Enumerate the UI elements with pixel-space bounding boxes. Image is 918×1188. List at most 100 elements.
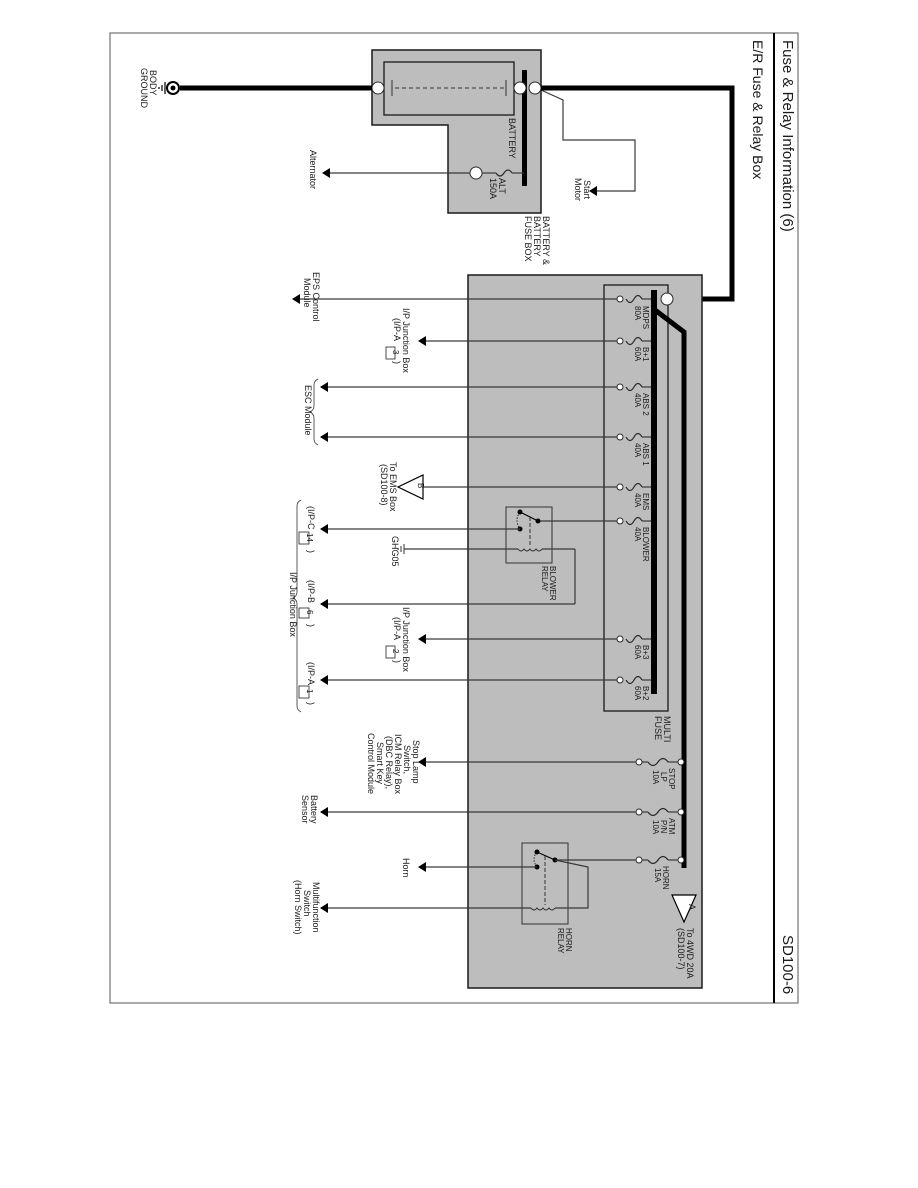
svg-text:(Horn Switch): (Horn Switch) [293,880,303,935]
multi-fuse-bus [651,290,657,694]
svg-text:Module: Module [302,278,312,308]
svg-text:HORN: HORN [661,866,670,890]
battery-fuse-box: ALT 150A Alternator BATTERY BATTERY & BA… [308,49,551,265]
svg-text:EMS: EMS [641,493,650,510]
svg-text:1: 1 [305,689,314,694]
ip-junction-brace [292,499,302,713]
main-terminal [660,292,674,306]
svg-text:(I/P-A: (I/P-A [392,318,402,341]
svg-text:Switch: Switch [302,890,312,917]
svg-text:Control Module: Control Module [366,733,376,794]
svg-text:Sensor: Sensor [300,795,310,824]
ground-icon [397,544,405,554]
svg-text:60A: 60A [633,645,642,660]
start-motor-label-1: Start [582,180,592,200]
arrow-icon [320,903,328,913]
alt-fuse-name: ALT [497,178,507,194]
start-motor-arrow-icon [589,186,597,196]
arrow-icon [320,382,328,392]
arrow-icon [418,862,426,872]
svg-text:40A: 40A [633,493,642,508]
svg-text:): ) [306,702,316,705]
svg-text:40A: 40A [633,443,642,458]
svg-text:14: 14 [305,533,314,542]
alt-fuse-icon [495,169,513,177]
svg-text:STOP: STOP [667,768,676,790]
blower-relay: GHG05 BLOWER RELAY [320,506,576,609]
svg-text:60A: 60A [633,347,642,362]
svg-text:BLOWER: BLOWER [641,527,650,562]
svg-text:(I/P-B: (I/P-B [306,580,316,603]
svg-text:15A: 15A [653,868,662,883]
esc-brace [309,378,319,446]
fuse-b2: B+2 60A (I/P-A 1 ) [298,662,651,705]
svg-text:B+2: B+2 [641,686,650,701]
connector-b-icon [396,474,424,500]
fuse-b3: B+3 60A I/P Junction Box (I/P-A 2 ) [385,607,651,672]
arrow-icon [320,807,328,817]
svg-text:Switch,: Switch, [402,745,412,774]
arrow-icon [418,634,426,644]
arrow-icon [418,336,426,346]
svg-text:B+3: B+3 [641,645,650,660]
svg-text:P/N: P/N [659,820,668,834]
svg-text:(I/P-C: (I/P-C [306,506,316,530]
fuse-abs2: ABS 2 40A [320,382,651,416]
multi-fuse-label-1: MULTI [662,716,672,742]
ghg05-label: GHG05 [390,536,400,567]
fuse-stop-lp: STOP LP 10A Stop Lamp Switch, ICM Relay … [366,733,685,795]
fuse-ems: B EMS 40A To EMS Box (SD100-8) [379,462,651,512]
battery-label: BATTERY [507,118,517,159]
svg-text:40A: 40A [633,527,642,542]
arrow-icon [320,432,328,442]
fuse-b1: B+1 60A I/P Junction Box (I/P-A 3 ) [385,308,651,373]
svg-text:ABS 1: ABS 1 [641,443,650,466]
alt-fuse-rating: 150A [488,178,498,199]
svg-text:(SD100-8): (SD100-8) [379,464,389,506]
multi-fuse-label-2: FUSE [653,716,663,740]
svg-text:60A: 60A [633,686,642,701]
svg-text:): ) [392,361,402,364]
multi-fuse-block [603,284,669,712]
svg-text:): ) [306,550,316,553]
svg-text:(I/P-A: (I/P-A [392,617,402,640]
horn-relay: HORN RELAY Horn Multifunction Switch (Ho… [293,842,589,954]
box-label-2: BATTERY [532,216,542,257]
fuse-mdps: MDPS 80A EPS Control Module [292,272,651,329]
svg-text:B: B [416,483,425,488]
svg-text:B+1: B+1 [641,347,650,362]
page-title: Fuse & Relay Information (6) [779,40,796,232]
svg-text:80A: 80A [633,306,642,321]
esc-module-label: ESC Module [303,385,313,436]
svg-text:RELAY: RELAY [540,566,549,592]
svg-text:HORN: HORN [564,928,573,952]
start-motor-label-2: Motor [573,178,583,201]
er-fuse-relay-box [467,274,703,989]
svg-text:(DBC Relay),: (DBC Relay), [384,736,394,789]
svg-text:ABS 2: ABS 2 [641,393,650,416]
connector-a-icon [671,894,697,924]
arrow-icon [418,757,426,767]
svg-text:I/P Junction Box: I/P Junction Box [401,308,411,373]
svg-text:Smart Key: Smart Key [375,742,385,785]
svg-text:Battery: Battery [309,795,319,824]
svg-text:Multifunction: Multifunction [311,882,321,933]
svg-text:3: 3 [391,350,400,355]
ground-icon [158,81,180,95]
page-subtitle: E/R Fuse & Relay Box [750,40,766,179]
svg-text:EPS Control: EPS Control [311,272,321,322]
ip-junction-group-label: I/P Junction Box [288,572,298,637]
page-frame [109,32,799,1004]
ground-label-1: BODY [148,70,158,96]
connector-a-dest-1: To 4WD 20A [685,928,695,979]
arrow-icon [292,294,300,304]
fuse-abs1: ABS 1 40A [320,432,651,466]
relay-coil-icon [530,907,556,911]
ground-label-2: GROUND [139,68,149,108]
svg-text:10A: 10A [651,770,660,785]
svg-text:LP: LP [659,772,668,782]
connector-a-label: A [687,904,697,910]
svg-text:2: 2 [391,649,400,654]
svg-text:MDPS: MDPS [641,306,650,329]
